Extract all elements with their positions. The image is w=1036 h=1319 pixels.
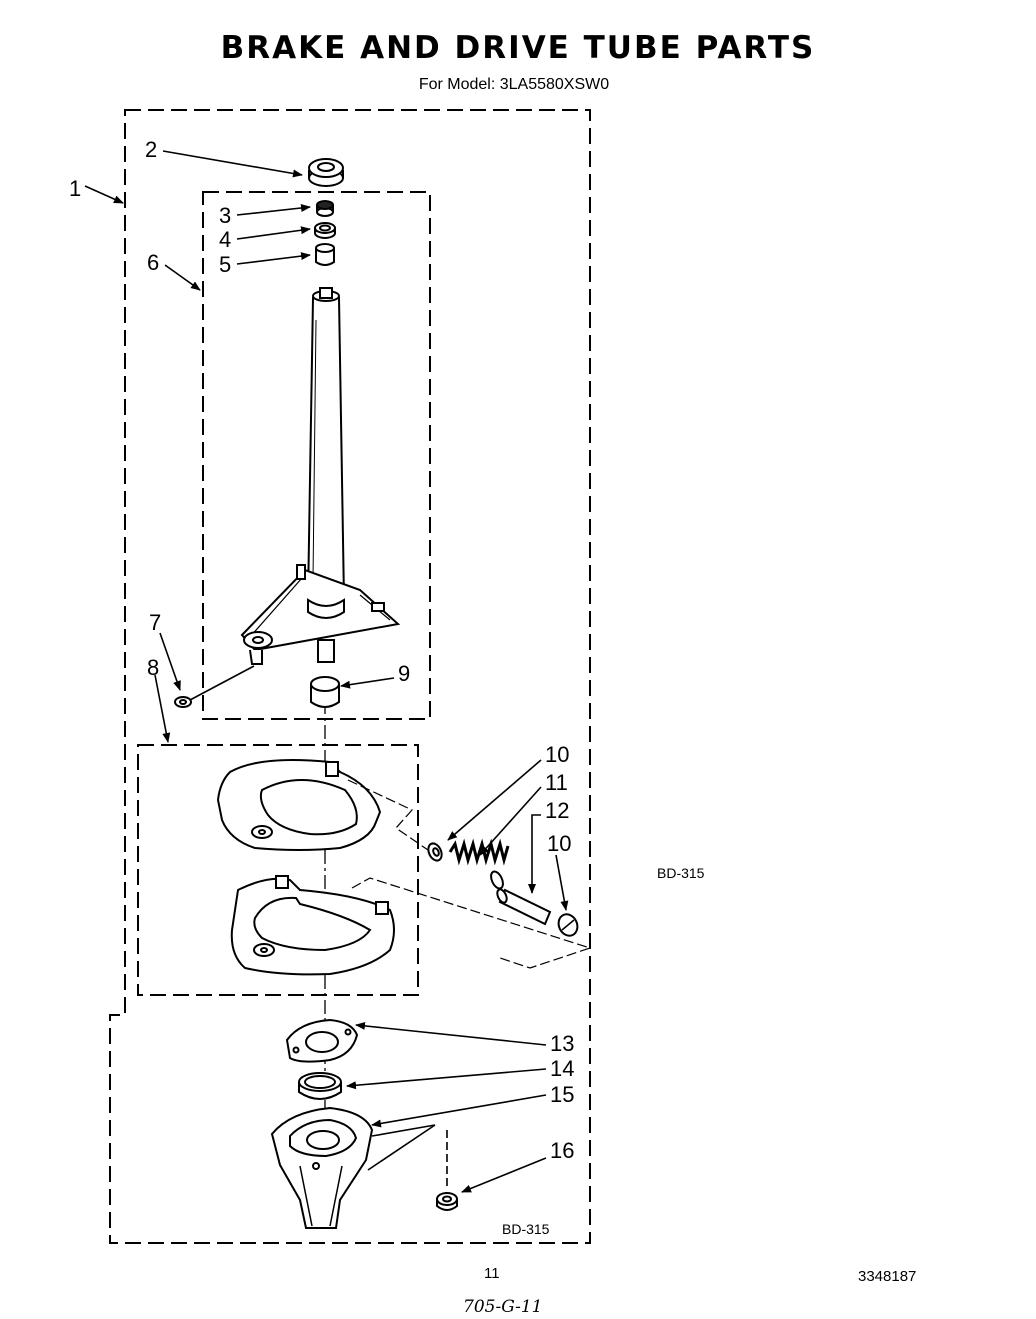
part-12-pin (496, 888, 552, 926)
part-5-bushing (315, 243, 335, 266)
page-title: BRAKE AND DRIVE TUBE PARTS (220, 30, 816, 66)
drawing-code-inner: BD-315 (502, 1221, 550, 1237)
callout-16: 16 (550, 1138, 574, 1163)
callout-1: 1 (69, 176, 81, 201)
callout-12: 12 (545, 798, 569, 823)
page-number: 11 (484, 1265, 500, 1282)
part-7-clip (174, 696, 192, 708)
document-number: 3348187 (858, 1268, 917, 1285)
callout-10-lower: 10 (547, 831, 571, 856)
model-subtitle: For Model: 3LA5580XSW0 (418, 76, 610, 93)
assembly-outer-box (109, 109, 591, 1244)
callout-10-upper: 10 (545, 742, 569, 767)
part-13-gasket (285, 1018, 359, 1063)
brake-shoe-lower (230, 875, 395, 976)
alignment-guides (347, 779, 592, 969)
callout-13: 13 (550, 1031, 574, 1056)
handwritten-note: 705-G-11 (463, 1297, 542, 1317)
drawing-code-side: BD-315 (657, 865, 705, 881)
callout-6: 6 (147, 250, 159, 275)
part-3-ring (316, 200, 334, 217)
part-4-ring (314, 222, 336, 239)
part-11-spring (448, 838, 510, 890)
part-15-housing (270, 1106, 374, 1229)
callout-9: 9 (398, 661, 410, 686)
callout-4: 4 (219, 227, 231, 252)
part-10-plug-left (427, 842, 443, 862)
callout-7: 7 (149, 610, 161, 635)
callout-2: 2 (145, 137, 157, 162)
part-2-seal (308, 158, 344, 187)
part-14-ring (298, 1072, 342, 1100)
part-10-plug-right (557, 913, 579, 937)
callout-15: 15 (550, 1082, 574, 1107)
part-9-bushing (310, 676, 340, 708)
part-16-clip (436, 1192, 458, 1211)
part-6-drive-tube (240, 287, 401, 665)
drive-tube-group-box (202, 191, 431, 720)
callout-leaders (84, 150, 569, 1193)
callout-11: 11 (545, 770, 568, 795)
callout-3: 3 (219, 203, 231, 228)
callout-5: 5 (219, 252, 231, 277)
callout-14: 14 (550, 1056, 574, 1081)
brake-group-box (137, 744, 419, 996)
brake-shoe-upper (216, 758, 382, 851)
callout-8: 8 (147, 655, 159, 680)
